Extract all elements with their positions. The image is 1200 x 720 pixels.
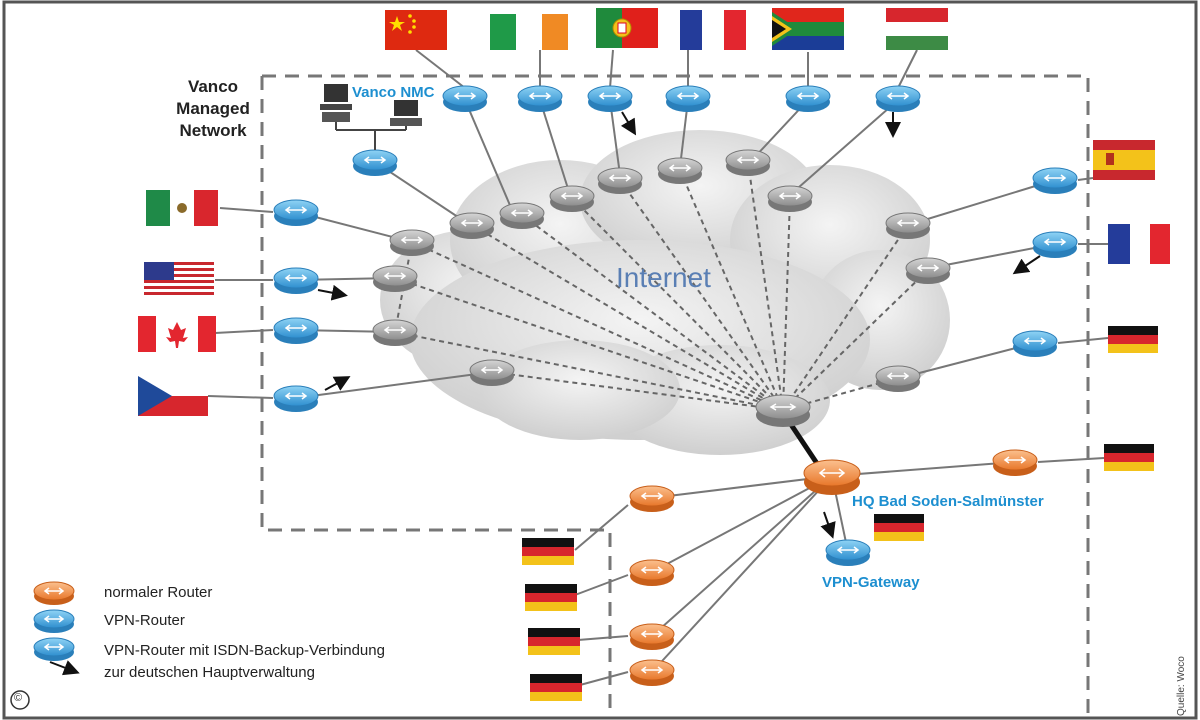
- copyright-symbol: ©: [14, 692, 23, 704]
- flag-china-icon: [385, 10, 447, 50]
- hq-uplink: [785, 418, 821, 467]
- internet-label: Internet: [616, 262, 711, 293]
- flag-germany-icon: [528, 628, 580, 655]
- legend-vpn-router-label: VPN-Router: [104, 612, 185, 629]
- hq-label: HQ Bad Soden-Salmünster: [852, 493, 1044, 510]
- flag-germany-icon: [874, 514, 924, 541]
- network-title-line: Network: [179, 121, 247, 140]
- flag-italy-icon: [490, 14, 568, 50]
- flag-mexico-icon: [146, 190, 218, 226]
- copyright-badge: [10, 690, 30, 710]
- network-title: Vanco Managed Network: [158, 76, 268, 142]
- hq-router: [803, 459, 861, 495]
- internet-core-routers: [372, 149, 951, 427]
- vpn-router-isdn-icon: [33, 637, 75, 661]
- legend-isdn-router-label-line2: zur deutschen Hauptverwaltung: [104, 664, 315, 681]
- flag-czech-republic-icon: [138, 376, 208, 416]
- vpn-routers: [273, 85, 1078, 566]
- flag-hungary-icon: [886, 8, 948, 50]
- vpn-router-icon: [33, 609, 75, 633]
- legend-isdn-router-label: VPN-Router mit ISDN-Backup-Verbindung: [104, 642, 385, 659]
- internet-hub-router: [755, 394, 811, 427]
- flag-canada-icon: [138, 316, 216, 352]
- flag-germany-icon: [1108, 326, 1158, 353]
- normal-router-icon: [33, 581, 75, 605]
- network-title-line: Vanco: [187, 77, 239, 96]
- normal-routers: [629, 449, 1038, 686]
- flag-spain-icon: [1093, 140, 1155, 180]
- flag-france-icon: [680, 10, 746, 50]
- flag-portugal-icon: [596, 8, 658, 48]
- vpn-tunnels: [394, 161, 929, 411]
- flag-usa-icon: [144, 262, 214, 298]
- flag-germany-icon: [525, 584, 577, 611]
- internet-cloud: [380, 130, 950, 455]
- vpn-gateway-label: VPN-Gateway: [822, 574, 920, 591]
- nmc-workstations-icon: [320, 84, 422, 150]
- flag-germany-icon: [530, 674, 582, 701]
- flag-germany-icon: [1104, 444, 1154, 471]
- flag-south-africa-icon: [772, 8, 844, 50]
- isdn-backup-arrows: [49, 111, 1041, 676]
- flag-france-icon: [1108, 224, 1170, 264]
- flag-germany-icon: [522, 538, 574, 565]
- network-boundary: [260, 74, 1090, 716]
- source-credit: Quelle: Woco: [1176, 656, 1187, 716]
- legend-normal-router-label: normaler Router: [104, 584, 213, 601]
- nmc-label: Vanco NMC: [352, 84, 435, 101]
- network-title-line: Managed: [176, 99, 250, 118]
